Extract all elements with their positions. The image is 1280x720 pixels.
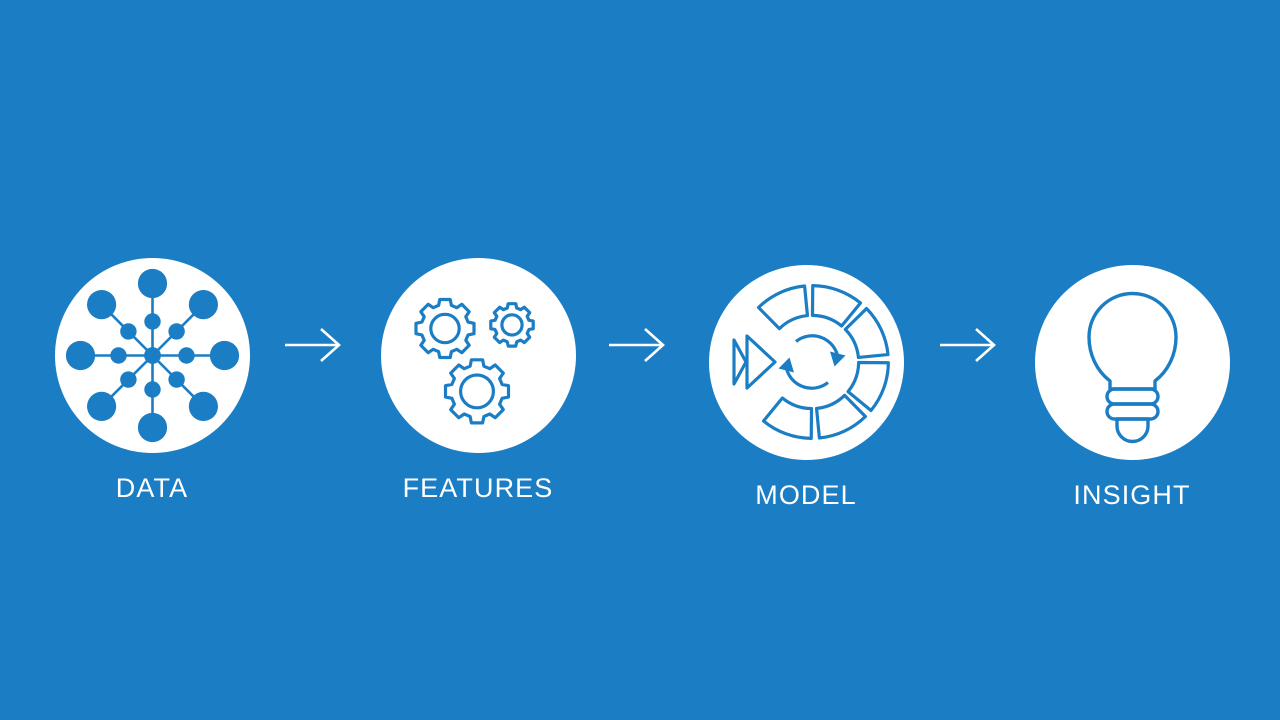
step-label-insight: INSIGHT (1073, 480, 1191, 510)
connector-arrow-2 (607, 325, 667, 365)
connector-arrow-3 (938, 325, 998, 365)
network-nodes-icon (65, 268, 239, 443)
pipeline-step-model[interactable]: MODEL (691, 265, 921, 510)
step-icon-disc (708, 265, 904, 460)
step-label-data: DATA (115, 473, 189, 503)
step-icon-disc (54, 258, 250, 453)
connector-arrow-1 (283, 325, 343, 365)
pipeline-step-data[interactable]: DATA (37, 258, 267, 503)
arrow-right-icon (285, 328, 341, 362)
arrow-right-icon (609, 328, 665, 362)
step-icon-disc (380, 258, 576, 453)
gears-icon (413, 297, 535, 425)
step-icon-disc (1034, 265, 1230, 460)
step-label-model: MODEL (755, 480, 857, 510)
pipeline-step-insight[interactable]: INSIGHT (1017, 265, 1247, 510)
segmented-ring-refresh-icon (731, 284, 890, 440)
arrow-right-icon (940, 328, 996, 362)
step-label-features: FEATURES (402, 473, 554, 503)
pipeline-step-features[interactable]: FEATURES (363, 258, 593, 503)
lightbulb-icon (1086, 291, 1178, 444)
